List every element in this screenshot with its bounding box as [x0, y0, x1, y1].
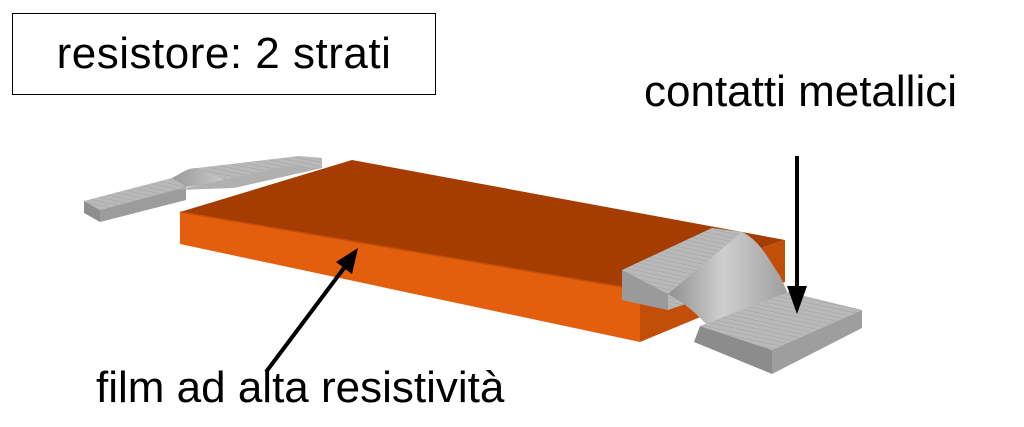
- arrow-to-film: [264, 248, 358, 374]
- arrow-to-contact: [787, 156, 807, 314]
- diagram-title: resistore: 2 strati: [56, 29, 392, 78]
- label-metal-contacts: contatti metallici: [644, 67, 958, 116]
- left-metal-contact: [84, 156, 322, 222]
- right-metal-contact: [622, 228, 862, 374]
- title-box: resistore: 2 strati: [12, 13, 436, 95]
- label-resistive-film: film ad alta resistività: [96, 363, 505, 412]
